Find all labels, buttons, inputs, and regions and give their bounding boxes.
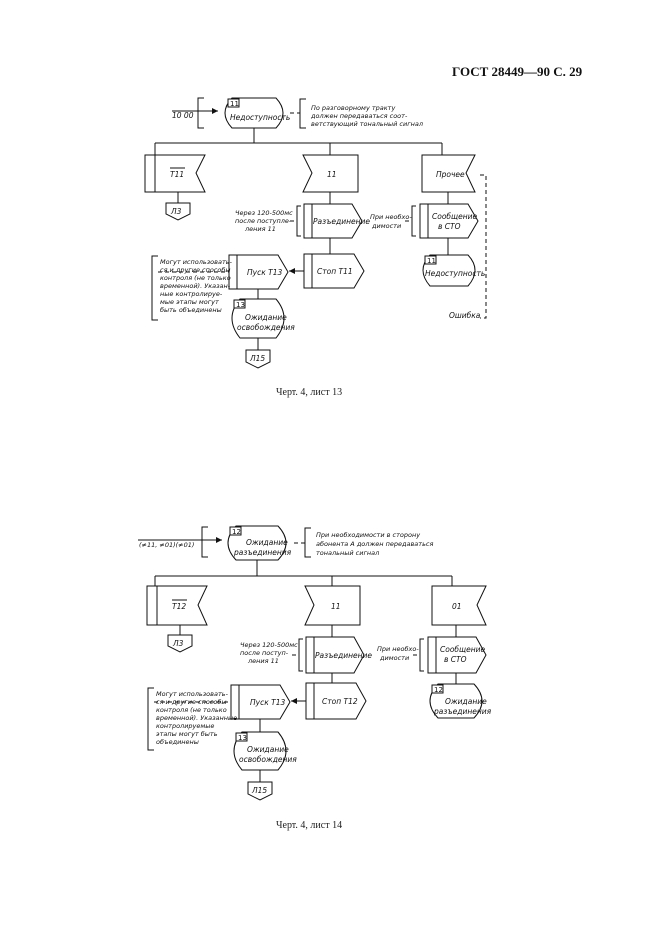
connector-l3: Л3	[170, 207, 182, 216]
note-delay: Через 120-500мс	[240, 641, 298, 649]
output-label: в СТО	[444, 655, 467, 664]
note-may: Могут использовать-	[156, 690, 229, 698]
note-line: абонента А должен передаваться	[316, 540, 433, 548]
output-disconnect: Разъединение	[305, 636, 372, 674]
state-label: разъединения	[433, 707, 492, 716]
state-wait-release: 13 Ожидание освобождения	[233, 731, 297, 771]
note-delay: ления 11	[247, 657, 279, 665]
output-label: в СТО	[438, 222, 461, 231]
output-message: Сообщение в СТО	[419, 203, 479, 239]
note-line: По разговорному тракту	[311, 104, 395, 112]
state-wait-disconnect-2: 12 Ожидание разъединения	[429, 683, 492, 719]
note-line: тональный сигнал	[316, 549, 379, 557]
input-01: 01	[431, 585, 487, 626]
output-label: Сообщение	[432, 212, 477, 221]
note-may: ные контролируе-	[160, 290, 223, 298]
input-label: 11	[327, 170, 337, 179]
state-label: Ожидание	[445, 697, 487, 706]
input-label: 11	[331, 602, 341, 611]
connector-l3: Л3	[172, 639, 184, 648]
output-label: Разъединение	[313, 217, 370, 226]
input-11: 11	[302, 154, 359, 193]
signal-in: 10 00	[172, 111, 194, 120]
state-label: освобождения	[239, 755, 297, 764]
state-number: 13	[236, 301, 245, 309]
input-11: 11	[304, 585, 361, 626]
diagram-sheet-13: 10 00 11 Недоступность По разговорному т…	[144, 97, 487, 369]
state-label: Ожидание	[247, 745, 289, 754]
task-label: Пуск Т13	[250, 698, 285, 707]
note-delay: ления 11	[244, 225, 276, 233]
state-number: 11	[427, 257, 436, 265]
state-number: 12	[232, 528, 241, 536]
note-may: ся и другие способы	[156, 698, 227, 706]
state-wait-release: 13 Ожидание освобождения	[231, 298, 295, 339]
note-may: временной). Указанные	[156, 714, 237, 722]
note-delay: Через 120-500мс	[235, 209, 293, 217]
note-may: контроля (не только	[156, 706, 227, 714]
caption-sheet-13: Черт. 4, лист 13	[276, 387, 343, 398]
output-label: Стоп Т12	[322, 697, 358, 706]
caption-sheet-14: Черт. 4, лист 14	[276, 820, 343, 831]
output-disconnect: Разъединение	[303, 203, 370, 239]
state-label: Ожидание	[246, 538, 288, 547]
task-start-t13: Пуск Т13	[228, 254, 289, 290]
note-may: ся и другие способы	[160, 266, 231, 274]
output-message: Сообщение в СТО	[427, 636, 487, 674]
signal-in: (≠11, ≠01)(≠01)	[139, 541, 194, 549]
diagram-sheet-14: (≠11, ≠01)(≠01) 12 Ожидание разъединения…	[138, 525, 492, 801]
state-label: Ожидание	[245, 313, 287, 322]
input-label: Прочее	[436, 170, 465, 179]
note-may: мые этапы могут	[160, 298, 219, 306]
page-header: ГОСТ 28449—90 С. 29	[452, 64, 583, 79]
input-t11: T11	[144, 154, 206, 193]
state-unavailable-2: 11 Недоступность	[422, 254, 485, 287]
task-start-t13: Пуск Т13	[230, 684, 291, 720]
note-may: Могут использовать-	[160, 258, 233, 266]
note-need: димости	[371, 222, 401, 230]
input-t12: T12	[146, 585, 208, 626]
note-may: контролируемые	[156, 722, 214, 730]
output-stop: Стоп Т11	[303, 253, 365, 289]
note-delay: после поступле-	[235, 217, 292, 225]
state-number: 12	[434, 686, 443, 694]
task-label: Пуск Т13	[247, 268, 282, 277]
state-unavailable: 11 Недоступность	[224, 97, 290, 129]
state-label: освобождения	[237, 323, 295, 332]
note-need: При необхо-	[370, 213, 412, 221]
note-may: быть объединены	[160, 306, 222, 314]
note-need: димости	[379, 654, 409, 662]
note-need: При необхо-	[377, 645, 419, 653]
connector-l15: Л15	[251, 786, 267, 795]
input-label: T12	[172, 602, 186, 611]
output-label: Стоп Т11	[317, 267, 353, 276]
note-may: временной). Указан-	[160, 282, 231, 290]
note-line: должен передаваться соот-	[310, 112, 408, 120]
input-other: Прочее	[421, 154, 476, 193]
output-label: Разъединение	[315, 651, 372, 660]
note-line: При необходимости в сторону	[316, 531, 420, 539]
error-label: Ошибка	[449, 311, 481, 320]
state-label: Недоступность	[425, 269, 485, 278]
input-label: 01	[452, 602, 462, 611]
note-line: ветствующий тональный сигнал	[311, 120, 423, 128]
note-may: контроля (не только	[160, 274, 231, 282]
output-label: Сообщение	[440, 645, 485, 654]
input-label: T11	[170, 170, 184, 179]
connector-l15: Л15	[249, 354, 265, 363]
note-may: этапы могут быть	[156, 730, 218, 738]
note-delay: после поступ-	[240, 649, 289, 657]
output-stop: Стоп Т12	[305, 682, 367, 720]
state-number: 13	[238, 734, 247, 742]
state-number: 11	[230, 100, 239, 108]
state-label: Недоступность	[230, 113, 290, 122]
note-may: объединены	[156, 738, 199, 746]
state-label: разъединения	[233, 548, 292, 557]
state-wait-disconnect: 12 Ожидание разъединения	[227, 525, 292, 561]
